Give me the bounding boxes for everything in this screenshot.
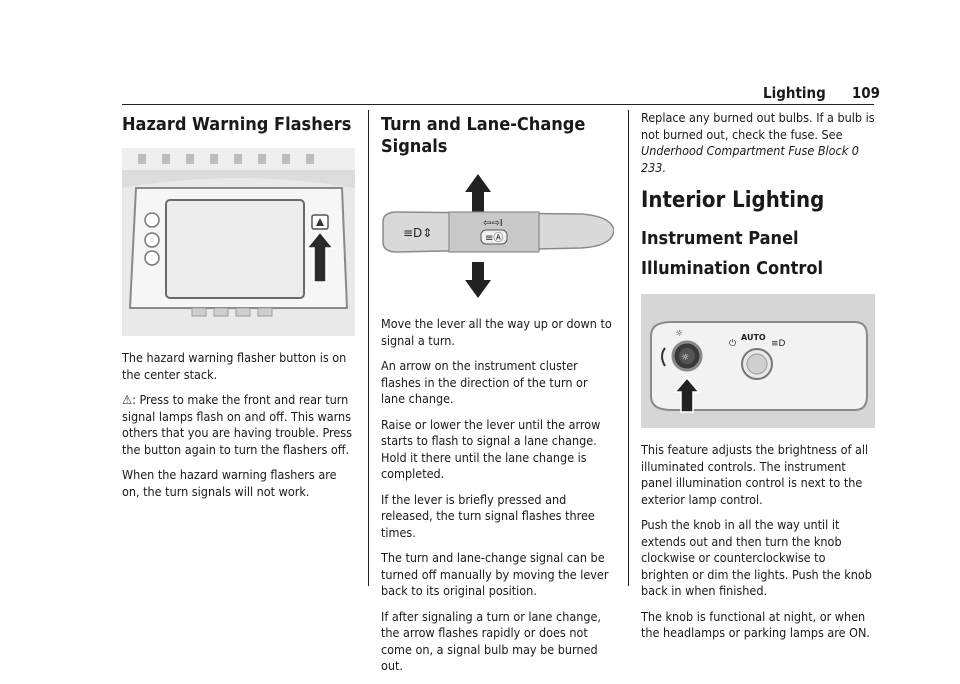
page-ref: 0 233. [641,143,859,175]
hazard-button-figure [122,148,355,336]
para-turn-2: An arrow on the instrument cluster flash… [381,358,588,406]
svg-text:☼: ☼ [675,329,683,339]
column-divider-2 [628,110,629,586]
svg-text:≡Ⓐ: ≡Ⓐ [485,232,503,244]
illumination-knob-figure: ☼ ☼ ⏻ AUTO ≡D [641,294,875,428]
header-rule [122,104,874,105]
para-replace-bulbs: Replace any burned out bulbs. If a bulb … [641,110,875,176]
column-hazard: Hazard Warning Flashers The hazard warni… [122,110,355,509]
para-turn-3: Raise or lower the lever until the arrow… [381,416,601,482]
para-illum-3: The knob is functional at night, or when… [641,608,870,641]
para-illum-1: This feature adjusts the brightness of a… [641,442,869,507]
para-turn-5: The turn and lane-change signal can be t… [381,550,609,598]
para-hazard-note: When the hazard warning flashers are on,… [122,467,337,499]
para-turn-4: If the lever is briefly pressed and rele… [381,491,595,540]
svg-text:☼: ☼ [681,353,689,363]
hazard-warning-icon: ⚠ [122,392,133,407]
svg-text:⇦⇨Ι: ⇦⇨Ι [483,218,503,229]
heading-instrument-panel-illumination: Instrument Panel Illumination Control [641,228,824,279]
para-hazard-colon: : [132,392,136,407]
fuse-block-link[interactable]: Underhood Compartment Fuse Block [641,143,849,158]
para-hazard-press: ⚠: Press to make the front and rear turn… [122,392,355,458]
para-hazard-location: The hazard warning flasher button is on … [122,350,347,382]
column-interior-lighting: Replace any burned out bulbs. If a bulb … [641,110,875,651]
svg-text:⏻: ⏻ [729,338,736,349]
turn-signal-lever-figure: ≡D⇕ ⇦⇨Ι ≡Ⓐ [382,174,614,298]
column-divider-1 [368,110,369,586]
para-turn-1: Move the lever all the way up or down to… [381,316,612,348]
page-number: 109 [851,84,880,102]
para-turn-6: If after signaling a turn or lane change… [381,608,601,674]
auto-label: AUTO [741,333,766,342]
para-illum-2: Push the knob in all the way until it ex… [641,517,872,598]
running-header: Lighting 109 [700,84,880,102]
heading-hazard-warning-flashers: Hazard Warning Flashers [122,114,352,135]
svg-text:≡D: ≡D [771,339,786,349]
heading-turn-lane-change: Turn and Lane-Change Signals [381,114,586,157]
heading-interior-lighting: Interior Lighting [641,188,825,213]
section-title: Lighting [762,84,826,102]
para-replace-bulbs-text: Replace any burned out bulbs. If a bulb … [641,110,875,142]
para-hazard-press-text: Press to make the front and rear turn si… [122,392,353,457]
column-turn-signals: Turn and Lane-Change Signals ≡D⇕ ⇦⇨Ι ≡Ⓐ … [381,110,614,684]
svg-text:≡D⇕: ≡D⇕ [403,226,432,240]
